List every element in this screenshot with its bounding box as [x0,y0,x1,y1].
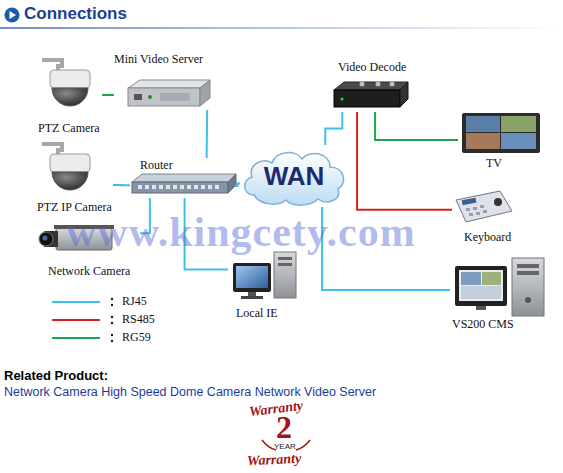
device-node: PTZ Camera [36,55,102,135]
device-node: Mini Video Server [114,52,235,110]
mini-video-server-icon [128,80,210,106]
ptz-camera-icon [42,60,90,106]
video-decoder-icon [334,82,408,108]
device-node: Keyboard [452,188,527,244]
cable-connector [235,183,240,186]
router-icon [132,174,236,193]
title-rule [0,27,563,29]
cable-connector [375,112,458,140]
tv-monitor-icon [462,113,540,153]
device-node: VS200 CMS [450,255,555,331]
cloud-label: WAN [264,162,325,190]
device-node: TV [458,110,543,170]
device-node: PTZ IP Camera [35,138,113,214]
cable-connector [206,110,209,158]
keyboard-controller-icon [456,191,512,222]
warranty-years: 2 [276,410,292,444]
device-caption: Video Decode [338,60,406,74]
legend-text: RJ45 [122,294,147,309]
cloud-node: WAN [240,145,348,207]
legend-text: RG59 [122,330,151,345]
ptz-ip-camera-icon [42,144,90,190]
device-node: Router [130,158,235,198]
warranty-unit: YEAR [274,442,296,451]
cable-connector [325,112,342,145]
legend-text: RS485 [122,312,155,327]
cable-connector [113,184,130,186]
cms-workstation-icon [455,258,544,316]
legend-line-sample [52,319,100,321]
device-caption: Router [140,158,173,172]
device-caption: TV [486,156,502,170]
device-caption: Network Camera [48,264,130,278]
device-caption: Keyboard [464,230,511,244]
device-node: Video Decode [330,60,412,112]
legend-line-sample [52,337,100,339]
device-caption: Local IE [236,306,278,320]
cable-connector [357,112,452,210]
related-link: Network Camera High Speed Dome Camera Ne… [4,385,376,399]
device-caption: PTZ Camera [38,121,100,135]
cable-connector [102,94,114,96]
device-caption: Mini Video Server [114,52,203,66]
warranty-text: Warranty [247,451,302,470]
title-icon [5,8,20,23]
legend-line-sample [52,301,100,303]
section-heading: Related Product: [4,368,108,383]
computer-icon [233,252,296,299]
diagram-title: Connections [24,4,127,24]
legend-colons [111,298,113,342]
watermark: www.kingcety.com [66,208,416,256]
cloud-outline [245,153,344,206]
device-node: Local IE [228,248,306,320]
device-caption: VS200 CMS [452,317,514,331]
